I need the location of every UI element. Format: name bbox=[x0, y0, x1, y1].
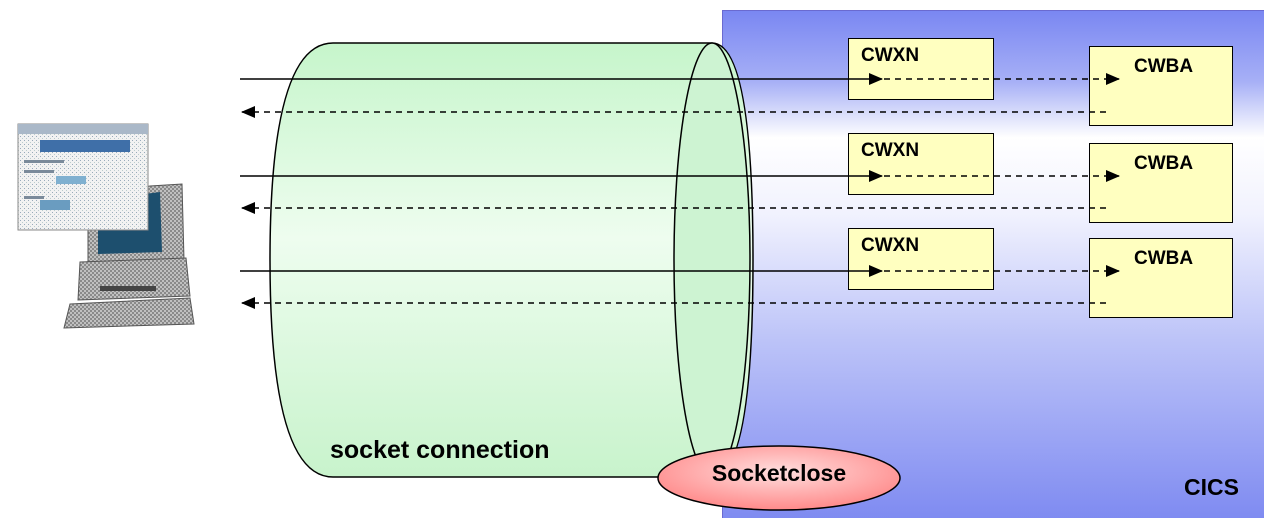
transaction-label: CWXN bbox=[861, 140, 920, 161]
transaction-box-cwxn: CWXN bbox=[848, 228, 994, 290]
socketclose-label: Socketclose bbox=[711, 460, 847, 486]
transaction-box-cwba: CWBA bbox=[1089, 46, 1233, 126]
transaction-label: CWXN bbox=[861, 235, 920, 256]
transaction-box-cwxn: CWXN bbox=[848, 133, 994, 195]
socket-connection-label: socket connection bbox=[330, 436, 550, 464]
transaction-label: CWXN bbox=[861, 45, 920, 66]
transaction-label: CWBA bbox=[1134, 248, 1194, 269]
transaction-label: CWBA bbox=[1134, 56, 1194, 77]
cics-label: CICS bbox=[1184, 474, 1239, 500]
transaction-box-cwba: CWBA bbox=[1089, 143, 1233, 223]
transaction-box-cwxn: CWXN bbox=[848, 38, 994, 100]
transaction-box-cwba: CWBA bbox=[1089, 238, 1233, 318]
transaction-label: CWBA bbox=[1134, 153, 1194, 174]
